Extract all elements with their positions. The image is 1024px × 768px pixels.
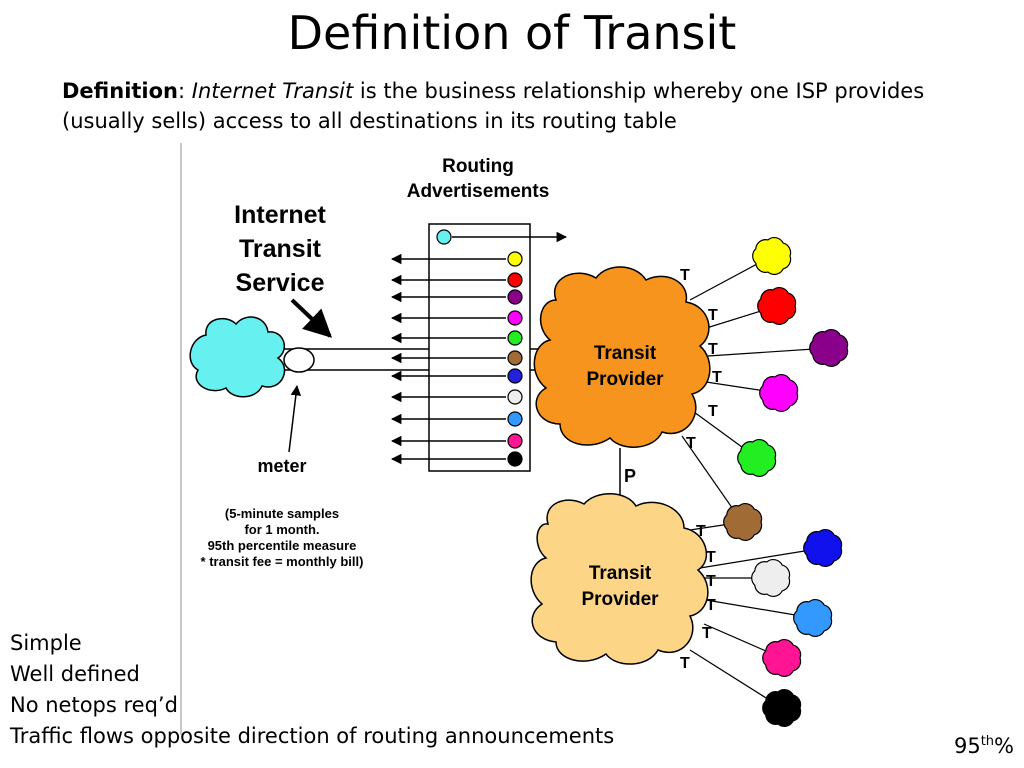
customer-cloud-small [762,639,802,677]
note-line-1: (5-minute samples [225,506,339,521]
routing-label-2: Advertisements [407,181,550,202]
advertisement-list [390,251,523,467]
footnote-sup: th [980,734,995,749]
service-label-1: Internet [234,201,326,229]
customer-cloud-small [809,329,849,367]
advertisement-dot [507,272,523,288]
customer-cloud-small [793,599,833,637]
provider-top-label-2: Provider [586,369,664,390]
customer-cloud-small [757,287,797,325]
customer-clouds [723,237,849,727]
meter-arrow [288,384,302,453]
bullet-item: Traffic flows opposite direction of rout… [10,724,615,748]
meter-label: meter [257,456,306,476]
meter-icon [283,347,315,373]
advertisement-dot [507,350,523,366]
footnote-suffix: % [994,734,1014,758]
footnote-number: 95 [953,734,981,758]
note-line-3: 95th percentile measure [208,538,357,553]
customer-link [707,347,830,357]
advertisement-dot [507,289,523,305]
footnote: 95th% [954,734,1014,758]
customer-cloud-small [803,529,843,567]
transit-provider-bottom-cloud [530,493,709,665]
advertisement-dot [507,389,523,405]
bullet-item: No netops req’d [10,693,178,717]
transit-label: T [706,549,716,566]
advertisement-dot [507,411,523,427]
definition-colon: : [178,79,192,103]
transit-label: T [680,267,690,284]
customer-link [699,547,824,569]
transit-label: T [696,523,706,540]
customer-cloud [189,316,286,398]
transit-label: T [706,573,716,590]
transit-label: T [708,307,718,324]
advertisement-dot [507,451,523,467]
advertisement-dot [507,368,523,384]
service-label-3: Service [236,269,325,297]
advertisement-dot [507,310,523,326]
note-line-2: for 1 month. [244,522,319,537]
transit-label: T [702,625,712,642]
transit-label: T [706,597,716,614]
customer-cloud-small [737,439,777,477]
customer-cloud-small [751,559,791,597]
advertisement-dot [507,251,523,267]
provider-bottom-label-1: Transit [589,563,652,584]
provider-bottom-label-2: Provider [581,589,659,610]
bullet-item: Simple [10,631,82,655]
outbound-advertisement-dot [436,229,452,245]
bullet-item: Well defined [10,662,140,686]
transit-label: T [708,341,718,358]
service-arrow [290,298,333,338]
peer-label: P [624,466,636,486]
transit-label: T [686,435,696,452]
note-line-4: * transit fee = monthly bill) [201,554,364,569]
advertisement-dot [507,330,523,346]
customer-cloud-small [762,689,802,727]
transit-provider-top-cloud [533,266,711,448]
definition-term: Definition [62,79,179,103]
transit-label: T [712,369,722,386]
transit-label: T [680,655,690,672]
bullet-list: Simple Well defined No netops req’d Traf… [10,628,614,752]
transit-label: T [708,403,718,420]
advertisement-dot [507,433,523,449]
customer-cloud-small [752,237,792,275]
service-label-2: Transit [239,235,322,263]
definition-rest: is the business relationship whereby one… [62,79,925,133]
definition-italic: Internet Transit [191,79,354,103]
routing-label-1: Routing [442,156,514,177]
customer-cloud-small [759,374,799,412]
provider-top-label-1: Transit [594,343,657,364]
definition-text: Definition: Internet Transit is the busi… [62,76,942,136]
slide-title: Definition of Transit [287,6,737,60]
customer-cloud-small [723,503,763,541]
